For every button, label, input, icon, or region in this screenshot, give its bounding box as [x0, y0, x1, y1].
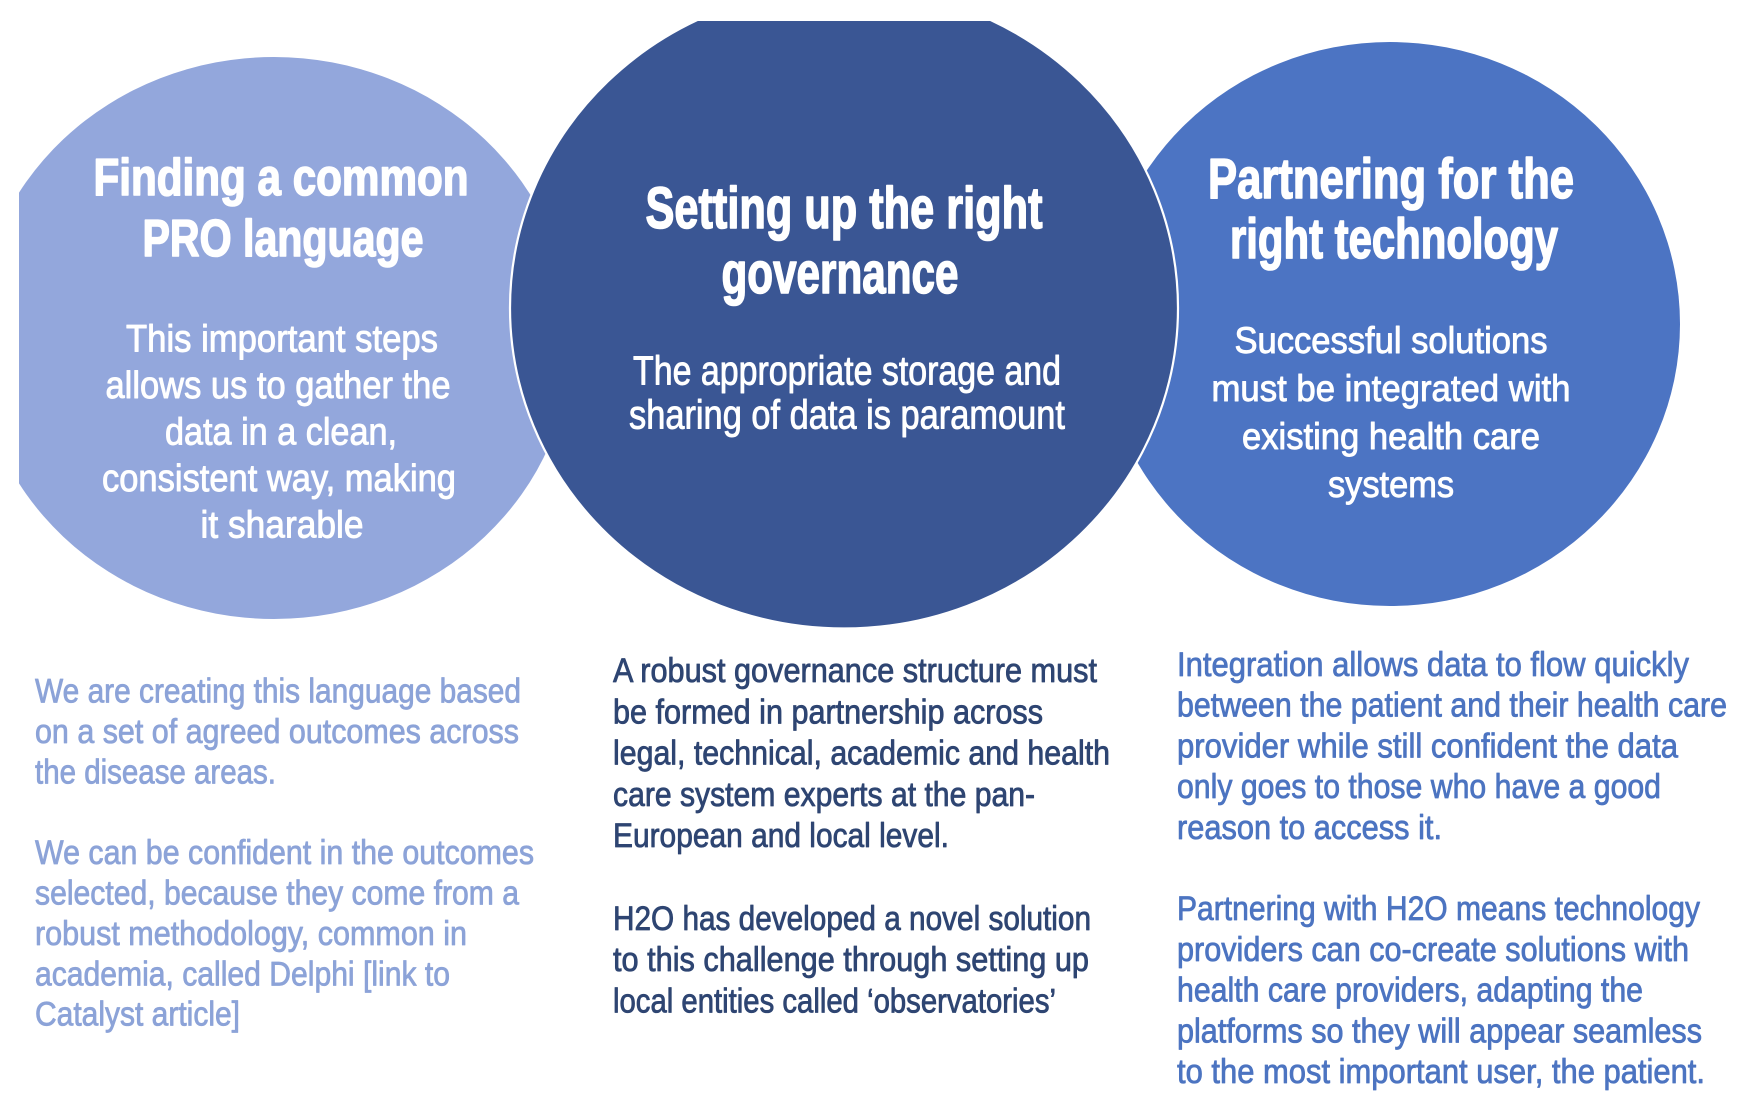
svg-text:This important steps: This important steps — [126, 319, 438, 361]
svg-text:legal, technical, academic and: legal, technical, academic and health — [613, 735, 1110, 773]
svg-text:reason to access it.: reason to access it. — [1177, 809, 1442, 847]
svg-text:right technology: right technology — [1230, 207, 1558, 271]
svg-text:data in a clean,: data in a clean, — [165, 412, 397, 454]
svg-text:Finding a common: Finding a common — [94, 149, 469, 207]
svg-text:robust methodology, common in: robust methodology, common in — [35, 915, 467, 953]
svg-text:provider while still confident: provider while still confident the data — [1177, 727, 1679, 765]
svg-text:health care providers, adaptin: health care providers, adapting the — [1177, 972, 1643, 1010]
svg-text:existing health care: existing health care — [1242, 416, 1540, 457]
svg-text:between the patient and their: between the patient and their health car… — [1177, 687, 1727, 725]
svg-text:Integration allows data to flo: Integration allows data to flow quickly — [1177, 646, 1690, 684]
svg-text:academia, called Delphi [link: academia, called Delphi [link to — [35, 955, 450, 993]
svg-text:local entities called ‘observa: local entities called ‘observatories’ — [613, 982, 1056, 1020]
svg-text:platforms so they will appear: platforms so they will appear seamless — [1177, 1012, 1702, 1050]
svg-text:systems: systems — [1328, 464, 1454, 505]
svg-text:We are creating this language: We are creating this language based — [35, 673, 521, 711]
svg-text:selected, because they come fr: selected, because they come from a — [35, 875, 520, 913]
svg-text:governance: governance — [722, 241, 959, 306]
svg-text:A robust governance structure: A robust governance structure must — [613, 652, 1097, 690]
svg-text:H2O has developed a novel solu: H2O has developed a novel solution — [613, 900, 1091, 938]
svg-text:sharing of data is paramount: sharing of data is paramount — [629, 391, 1066, 437]
svg-text:it sharable: it sharable — [201, 505, 364, 547]
svg-text:must be integrated with: must be integrated with — [1212, 368, 1571, 409]
svg-text:allows us to gather the: allows us to gather the — [106, 365, 451, 407]
svg-text:We can be confident in the out: We can be confident in the outcomes — [35, 834, 534, 872]
svg-text:Partnering with H2O means tech: Partnering with H2O means technology — [1177, 890, 1701, 928]
svg-text:on a set of agreed outcomes ac: on a set of agreed outcomes across — [35, 713, 519, 751]
svg-text:providers can co-create soluti: providers can co-create solutions with — [1177, 931, 1689, 969]
svg-text:Setting up the right: Setting up the right — [646, 176, 1043, 241]
svg-text:European and local level.: European and local level. — [613, 817, 949, 855]
svg-text:consistent way, making: consistent way, making — [102, 458, 456, 500]
svg-text:only goes to those who have a: only goes to those who have a good — [1177, 768, 1661, 806]
svg-text:the disease areas.: the disease areas. — [35, 753, 276, 791]
svg-text:be formed in partnership acros: be formed in partnership across — [613, 693, 1043, 731]
svg-text:Successful solutions: Successful solutions — [1235, 320, 1548, 361]
svg-text:to this challenge through sett: to this challenge through setting up — [613, 941, 1089, 979]
svg-text:to the most important user, th: to the most important user, the patient. — [1177, 1053, 1705, 1091]
svg-text:PRO language: PRO language — [143, 210, 424, 268]
svg-text:Partnering for the: Partnering for the — [1208, 147, 1574, 211]
svg-text:care system experts at the pan: care system experts at the pan- — [613, 776, 1035, 814]
svg-text:The appropriate storage and: The appropriate storage and — [633, 348, 1061, 394]
svg-text:Catalyst article]: Catalyst article] — [35, 996, 240, 1034]
